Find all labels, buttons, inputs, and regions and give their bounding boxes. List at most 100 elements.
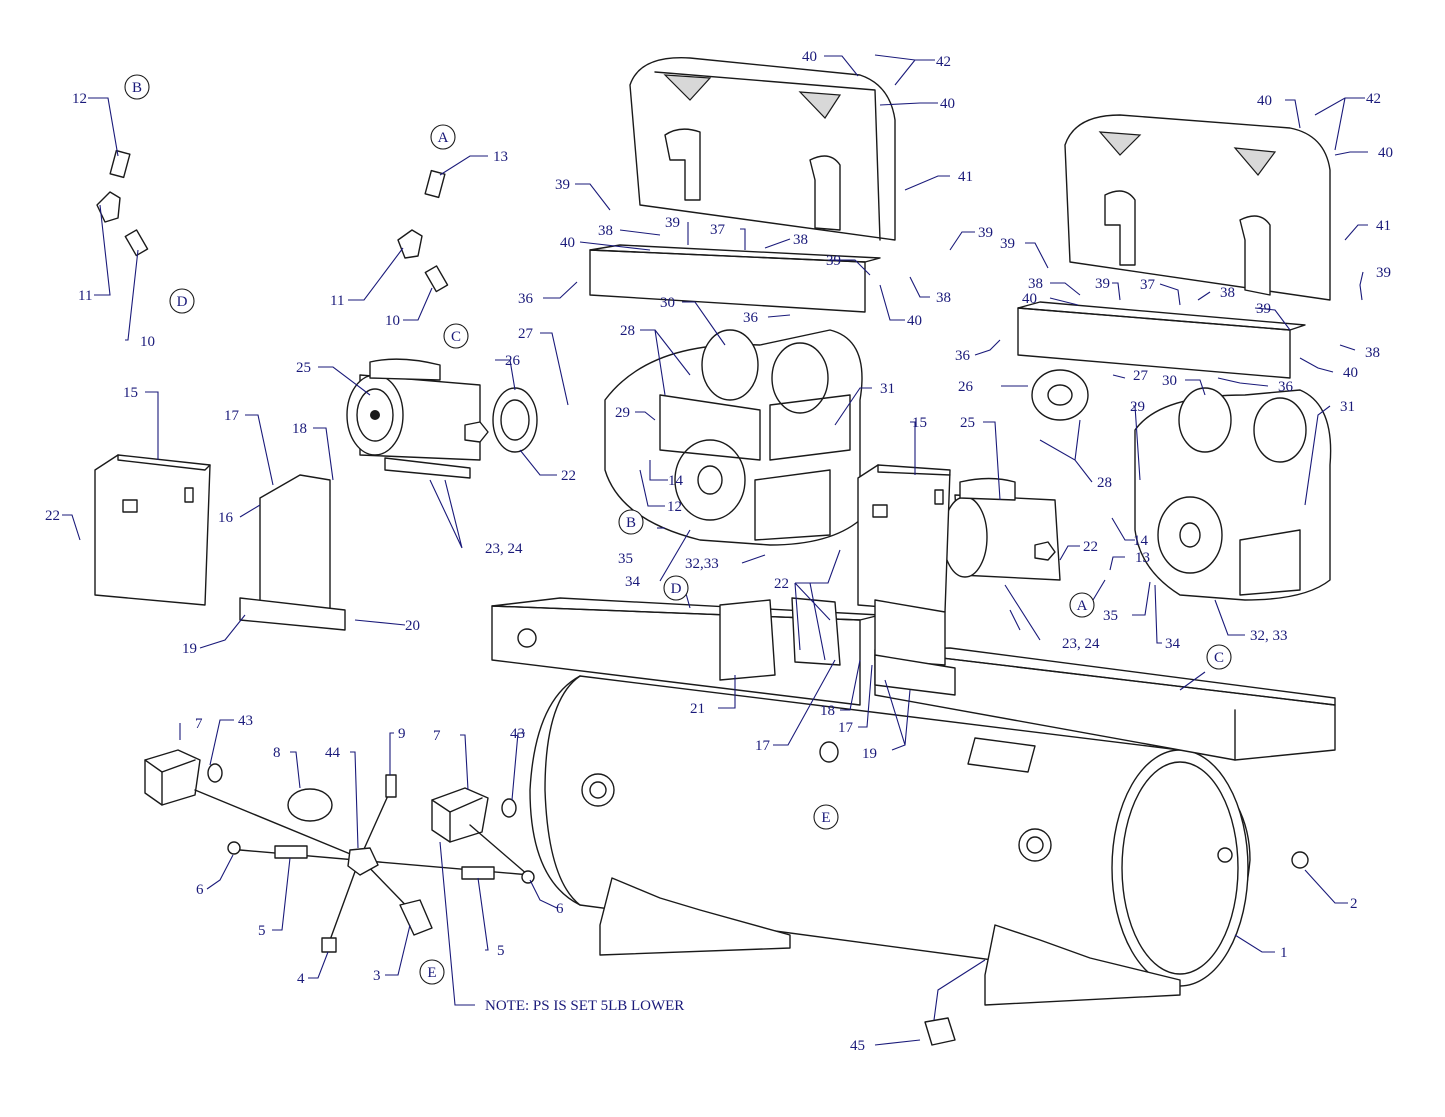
callout: 26 (958, 379, 974, 395)
callout: 28 (1097, 475, 1112, 491)
callout: 39 (555, 177, 570, 193)
callout: 39 (1000, 236, 1015, 252)
connector-a-pump: A (1077, 598, 1088, 614)
callout: 42 (1366, 91, 1381, 107)
connector-a-top: A (438, 130, 449, 146)
callout: 38 (793, 232, 808, 248)
callout: 20 (405, 618, 420, 634)
callout: 41 (958, 169, 973, 185)
callout: 39 (1095, 276, 1110, 292)
callout: 39 (665, 215, 680, 231)
callout: 34 (625, 574, 641, 590)
callout: 22 (774, 576, 789, 592)
callout: 40 (1022, 291, 1037, 307)
callout: 40 (1343, 365, 1358, 381)
callout: 15 (912, 415, 927, 431)
motor-right (942, 477, 1061, 581)
connector-markers: B D A C B D A C E E (124, 74, 1232, 985)
callout: 16 (218, 510, 234, 526)
callout: 38 (1220, 285, 1235, 301)
callout: 15 (123, 385, 138, 401)
mount-bracket-left (239, 474, 346, 631)
motor-left (346, 358, 538, 479)
callout: 38 (1365, 345, 1380, 361)
callout: 45 (850, 1038, 865, 1054)
callout: 2 (1350, 896, 1358, 912)
callout: 35 (618, 551, 633, 567)
connector-d-frame: D (671, 581, 682, 597)
connector-e-tank: E (821, 810, 830, 826)
callout: 22 (45, 508, 60, 524)
callout: 34 (1165, 636, 1181, 652)
pump-left (604, 329, 863, 546)
connector-b-pump: B (626, 515, 636, 531)
callout: 40 (1378, 145, 1393, 161)
connector-c-frame: C (1214, 650, 1224, 666)
callout: 40 (1257, 93, 1272, 109)
callout: 12 (667, 499, 682, 515)
connector-b-top: B (132, 80, 142, 96)
callout: 11 (330, 293, 344, 309)
callout: 40 (560, 235, 575, 251)
callout: 40 (940, 96, 955, 112)
callout: 30 (1162, 373, 1177, 389)
callout: 7 (195, 716, 203, 732)
callout: 38 (936, 290, 951, 306)
manifold-assembly (144, 741, 1309, 1046)
callout: 7 (433, 728, 441, 744)
callout: 30 (660, 295, 675, 311)
callout: 6 (556, 901, 564, 917)
callout: 19 (862, 746, 877, 762)
callout: 36 (743, 310, 759, 326)
callout: 41 (1376, 218, 1391, 234)
callout: 4 (297, 971, 305, 987)
callout: 9 (398, 726, 406, 742)
callout: 5 (497, 943, 505, 959)
callout: 31 (880, 381, 895, 397)
callout: 35 (1103, 608, 1118, 624)
bracket-21 (719, 599, 776, 681)
callout: 43 (510, 726, 525, 742)
connector-e-manifold: E (427, 965, 436, 981)
connector-c-top: C (451, 329, 461, 345)
callout: 37 (710, 222, 726, 238)
callout: 13 (1135, 550, 1150, 566)
callout: 40 (907, 313, 922, 329)
callout: 21 (690, 701, 705, 717)
callout: 18 (820, 703, 835, 719)
callout: 38 (598, 223, 613, 239)
callout: 6 (196, 882, 204, 898)
callout: 14 (668, 473, 684, 489)
connector-d-top: D (177, 294, 188, 310)
callout: 36 (1278, 379, 1294, 395)
fitting-group-b (96, 149, 449, 293)
callout: 27 (1133, 368, 1149, 384)
callout-labels: 12 11 10 13 11 10 15 22 17 18 16 19 20 2… (45, 49, 1393, 1054)
callout: 13 (493, 149, 508, 165)
callout: 17 (755, 738, 771, 754)
callout: 14 (1133, 533, 1149, 549)
callout: 3 (373, 968, 381, 984)
belt-guard-right (1017, 114, 1331, 379)
callout: 31 (1340, 399, 1355, 415)
callout: 22 (1083, 539, 1098, 555)
callout: 23, 24 (485, 541, 523, 557)
pressure-switch-mount (791, 597, 841, 666)
callout: 10 (140, 334, 155, 350)
pump-right (1031, 369, 1332, 601)
leader-lines (62, 54, 1368, 1046)
callout: 40 (802, 49, 817, 65)
callout: 39 (1256, 301, 1271, 317)
callout: 32, 33 (1250, 628, 1288, 644)
callout: 18 (292, 421, 307, 437)
belt-guard-left (589, 57, 896, 313)
callout: 11 (78, 288, 92, 304)
callout: 36 (518, 291, 534, 307)
control-box-right (857, 464, 951, 613)
callout: 39 (978, 225, 993, 241)
callout: 29 (615, 405, 630, 421)
callout: 5 (258, 923, 266, 939)
callout: 22 (561, 468, 576, 484)
mount-bracket-right (874, 599, 956, 696)
